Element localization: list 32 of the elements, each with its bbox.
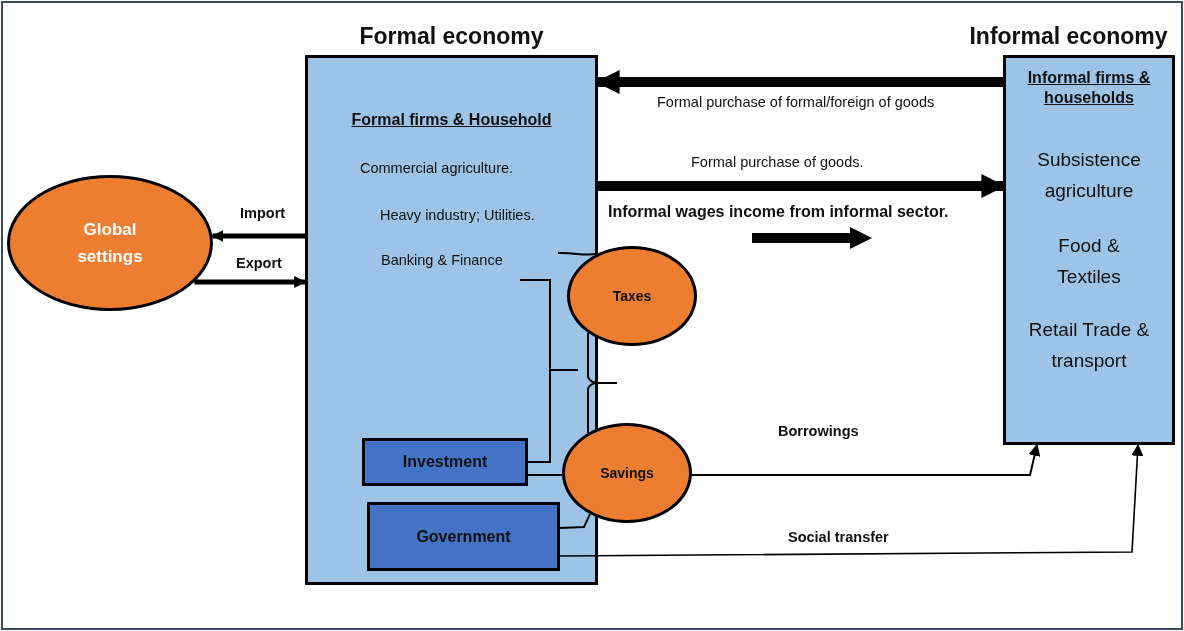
- global-ellipse: Global settings: [7, 175, 213, 311]
- edge-label: Formal purchase of goods.: [689, 154, 866, 170]
- sector-text: Food & Textiles: [1056, 234, 1122, 290]
- sector-text: Heavy industry; Utilities.: [380, 206, 535, 225]
- sector-text: Subsistence agriculture: [1036, 148, 1142, 204]
- edge-label: Borrowings: [776, 423, 861, 439]
- taxes-ellipse: Taxes: [567, 246, 697, 346]
- section-heading: Informal economy: [968, 22, 1169, 51]
- edge-label: Formal purchase of formal/foreign of goods: [655, 94, 937, 110]
- edge-label: Import: [238, 205, 288, 221]
- arrow: [595, 70, 1003, 94]
- edge-label: Export: [234, 255, 284, 271]
- arrow: [559, 443, 1144, 557]
- savings-ellipse: Savings: [562, 423, 692, 523]
- sector-text: Retail Trade & transport: [1027, 318, 1151, 374]
- arrow: [690, 443, 1041, 476]
- connector-line: [587, 331, 618, 434]
- connector-line: [519, 279, 551, 463]
- government-box: Government: [367, 502, 560, 571]
- sector-text: Banking & Finance: [381, 251, 503, 270]
- panel-heading: Informal firms & households: [1026, 68, 1152, 108]
- sector-text: Commercial agriculture.: [360, 159, 514, 178]
- connector-line: [559, 513, 591, 529]
- investment-box: Investment: [362, 438, 528, 486]
- arrow: [211, 230, 305, 242]
- note-text: Informal wages income from informal sector.: [608, 203, 949, 221]
- arrow: [194, 276, 307, 288]
- connector-line: [527, 474, 564, 476]
- panel-heading: Formal firms & Household: [350, 110, 553, 130]
- section-heading: Formal economy: [358, 22, 545, 51]
- edge-label: Social transfer: [786, 529, 891, 545]
- arrow: [598, 174, 1006, 198]
